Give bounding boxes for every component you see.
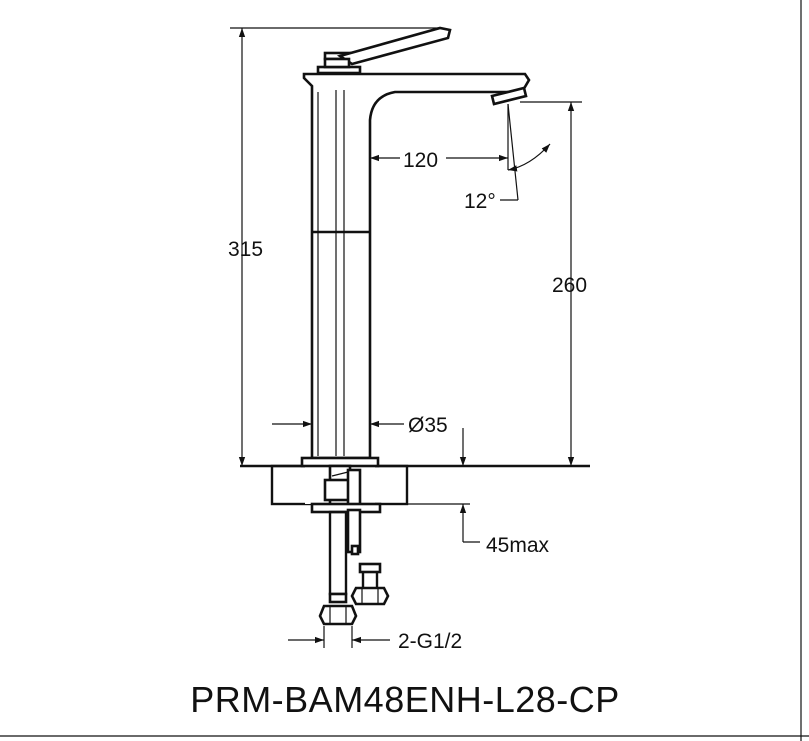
- total-height-label: 315: [228, 238, 263, 261]
- connection-label: 2-G1/2: [398, 630, 462, 653]
- counter-thickness-label: 45max: [486, 534, 550, 557]
- spout-reach-label: 120: [403, 149, 438, 172]
- faucet-body: [300, 72, 531, 468]
- handle-lever: [316, 26, 452, 75]
- dimension-lines: [230, 27, 582, 648]
- mounting-hardware: [310, 464, 382, 556]
- countertop: [240, 464, 590, 506]
- body-diameter-label: Ø35: [408, 414, 448, 437]
- spout-angle-label: 12°: [464, 190, 496, 213]
- model-number-title: PRM-BAM48ENH-L28-CP: [190, 679, 620, 720]
- supply-hoses: [318, 510, 390, 626]
- spout-height-label: 260: [552, 274, 587, 297]
